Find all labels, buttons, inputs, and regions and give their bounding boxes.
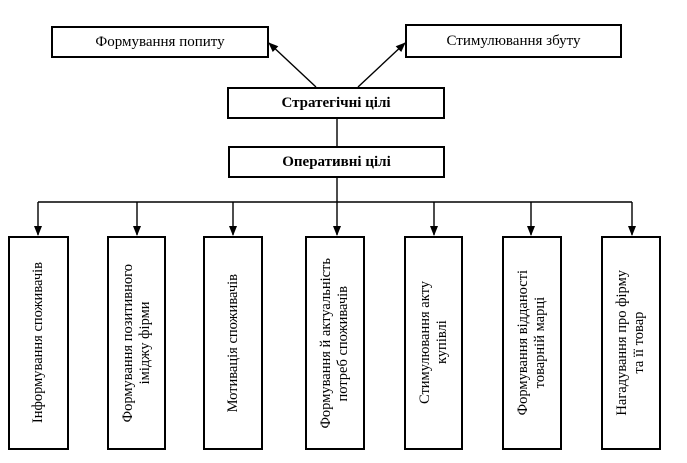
goal-label: Нагадування про фірму та її товар	[614, 270, 647, 416]
strategic-goals-label: Стратегічні цілі	[281, 94, 391, 111]
goal-label: Мотивація споживачів	[224, 273, 241, 413]
operative-goals-box: Оперативні цілі	[228, 146, 445, 178]
goal-box-positive-image: Формування позитивного іміджу фірми	[107, 236, 166, 450]
arrow-to-sales	[357, 42, 406, 88]
demand-formation-box: Формування попиту	[51, 26, 269, 58]
demand-formation-label: Формування попиту	[95, 33, 225, 50]
goal-label: Формування відданості товарній марці	[515, 270, 548, 416]
goal-box-purchase-stimulation: Стимулювання акту купівлі	[404, 236, 463, 450]
goal-label: Формування й актуальність потреб спожива…	[318, 257, 351, 429]
operative-goals-label: Оперативні цілі	[282, 153, 391, 170]
arrow-to-demand	[268, 42, 317, 88]
goal-box-firm-reminder: Нагадування про фірму та її товар	[601, 236, 661, 450]
strategic-goals-box: Стратегічні цілі	[227, 87, 445, 119]
goal-box-brand-loyalty: Формування відданості товарній марці	[502, 236, 562, 450]
goal-box-consumer-motivation: Мотивація споживачів	[203, 236, 263, 450]
sales-stimulation-label: Стимулювання збуту	[446, 32, 581, 49]
goal-box-needs-formation: Формування й актуальність потреб спожива…	[305, 236, 365, 450]
goal-label: Стимулювання акту купівлі	[416, 281, 450, 405]
goal-label: Інформування споживачів	[30, 262, 46, 424]
sales-stimulation-box: Стимулювання збуту	[405, 24, 622, 58]
goal-label: Формування позитивного іміджу фірми	[119, 263, 153, 423]
goal-box-consumer-informing: Інформування споживачів	[8, 236, 69, 450]
